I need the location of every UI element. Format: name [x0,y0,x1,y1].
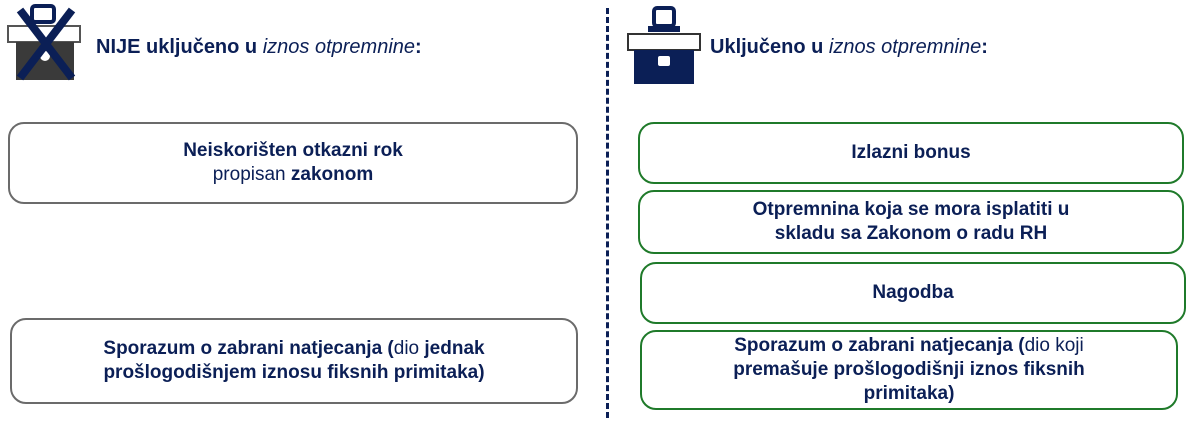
left-heading: NIJE uključeno u iznos otpremnine: [96,35,422,58]
box-text-line: primitaka) [863,383,955,404]
box-text-line: Izlazni bonus [851,142,971,163]
briefcase-icon [622,4,706,84]
left-box-non-compete: Sporazum o zabrani natjecanja (dio jedna… [10,318,578,404]
right-box-non-compete: Sporazum o zabrani natjecanja (dio koji … [640,330,1178,410]
right-heading: Uključeno u iznos otpremnine: [710,35,988,58]
briefcase-crossed-icon [2,4,90,84]
box-text-line: premašuje prošlogodišnji iznos fiksnih [733,359,1085,380]
box-text-line: skladu sa Zakonom o radu RH [774,223,1048,244]
right-box-settlement: Nagodba [640,262,1186,324]
dashed-divider [606,8,609,418]
right-box-severance-law: Otpremnina koja se mora isplatiti u skla… [638,190,1184,254]
left-header: NIJE uključeno u iznos otpremnine: [2,4,422,84]
box-text-line: Otpremnina koja se mora isplatiti u [752,199,1070,220]
box-text-line: Neiskorišten otkazni rok [183,140,403,161]
right-box-exit-bonus: Izlazni bonus [638,122,1184,184]
box-text-line: Nagodba [872,282,954,303]
box-text-line: prošlogodišnjem iznosu fiksnih primitaka… [103,362,485,383]
left-box-notice-period: Neiskorišten otkazni rok propisan zakono… [8,122,578,204]
box-text-line: Sporazum o zabrani natjecanja (dio jedna… [103,338,485,359]
box-text-line: Sporazum o zabrani natjecanja (dio koji [734,335,1084,356]
right-header: Uključeno u iznos otpremnine: [622,4,988,84]
box-text-line: propisan zakonom [212,164,374,185]
